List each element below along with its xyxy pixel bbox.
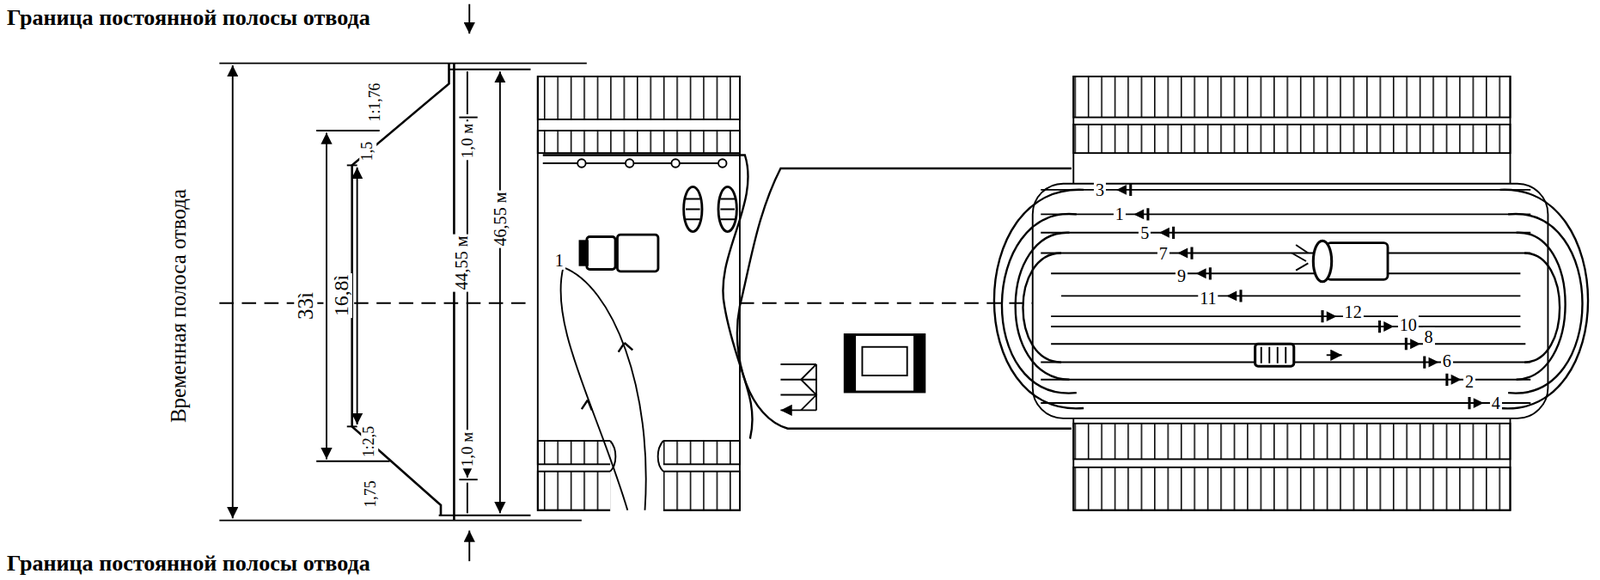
callout-number: 5 [1138, 223, 1151, 243]
dimension-label: 33ì [294, 290, 318, 322]
callout-number: 3 [1093, 180, 1106, 200]
callout-number: 6 [1441, 351, 1454, 371]
callout-number: 11 [1197, 288, 1218, 308]
boundary-caption: Граница постоянной полосы отвода [5, 550, 373, 576]
dimension-label: 1:1,76 [366, 80, 385, 123]
dimension-label: 1,75 [362, 478, 380, 509]
boundary-caption: Граница постоянной полосы отвода [5, 6, 373, 31]
dimension-label: 1:2,5 [360, 424, 379, 459]
dimension-label: 1,5 [359, 140, 377, 163]
callout-number: 7 [1157, 243, 1170, 263]
callout-number: 9 [1175, 266, 1188, 286]
dimension-label: 44,55 м [451, 234, 471, 293]
callout-number: 1 [553, 250, 566, 270]
callout-number: 4 [1490, 393, 1503, 413]
dimension-label: 1,0 м [458, 122, 477, 161]
dimension-label: 1,0 м [458, 429, 477, 469]
callout-number: 1 [1113, 204, 1126, 224]
dimension-label: Временная полоса отвода [166, 187, 190, 425]
dimension-label: 46,55 м [490, 190, 510, 249]
callout-number: 8 [1422, 327, 1435, 347]
callout-number: 12 [1343, 302, 1364, 322]
callout-number: 10 [1398, 315, 1419, 335]
dimension-label: 16,8ì [329, 273, 353, 318]
callout-number: 2 [1463, 372, 1476, 391]
